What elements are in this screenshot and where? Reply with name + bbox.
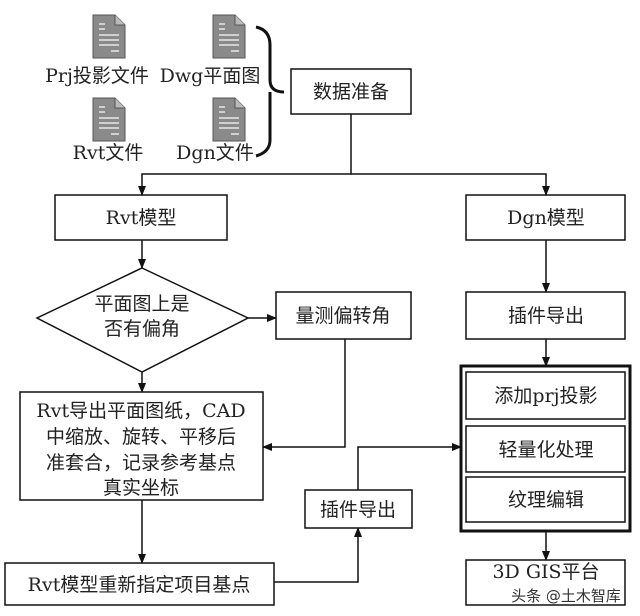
measure-label: 量测偏转角 [295,305,390,327]
document-icon [92,97,126,142]
rvt-model-label: Rvt模型 [106,207,177,229]
dgn-model-label: Dgn模型 [507,207,585,229]
proc-box-2 [465,425,626,473]
rvt-reassign-label: Rvt模型重新指定项目基点 [28,574,251,596]
connector [357,443,462,490]
proc-box-3 [465,476,626,523]
proc-label: 纹理编辑 [508,489,584,511]
proc-label: 轻量化处理 [498,439,593,461]
connector [351,173,550,196]
decision-label: 平面图上是 [94,293,189,315]
connector [262,339,346,451]
watermark: 头条 @土木智库 [511,587,621,605]
rvt-export-label: 中缩放、旋转、平移后 [46,426,236,448]
file-label: Dgn文件 [176,142,254,164]
plugin-export-left-label: 插件导出 [320,499,396,521]
data-prep-label: 数据准备 [313,81,389,103]
gis-label: 3D GIS平台 [492,561,599,583]
rvt-export-label: Rvt导出平面图纸，CAD [36,400,245,422]
document-icon [212,14,246,59]
document-icon [92,14,126,59]
rvt-export-label: 准套合，记录参考基点 [46,452,236,474]
proc-box-1 [465,371,626,420]
connector [138,114,352,196]
file-label: Dwg平面图 [160,65,261,87]
brace [255,25,285,158]
rvt-export-label: 真实坐标 [103,477,179,499]
plugin-export-right-label: 插件导出 [508,305,584,327]
document-icon [212,97,246,142]
file-label: Rvt文件 [73,142,144,164]
decision-label: 否有偏角 [104,318,180,340]
file-label: Prj投影文件 [45,65,149,87]
proc-label: 添加prj投影 [494,385,597,407]
connector [274,527,362,583]
